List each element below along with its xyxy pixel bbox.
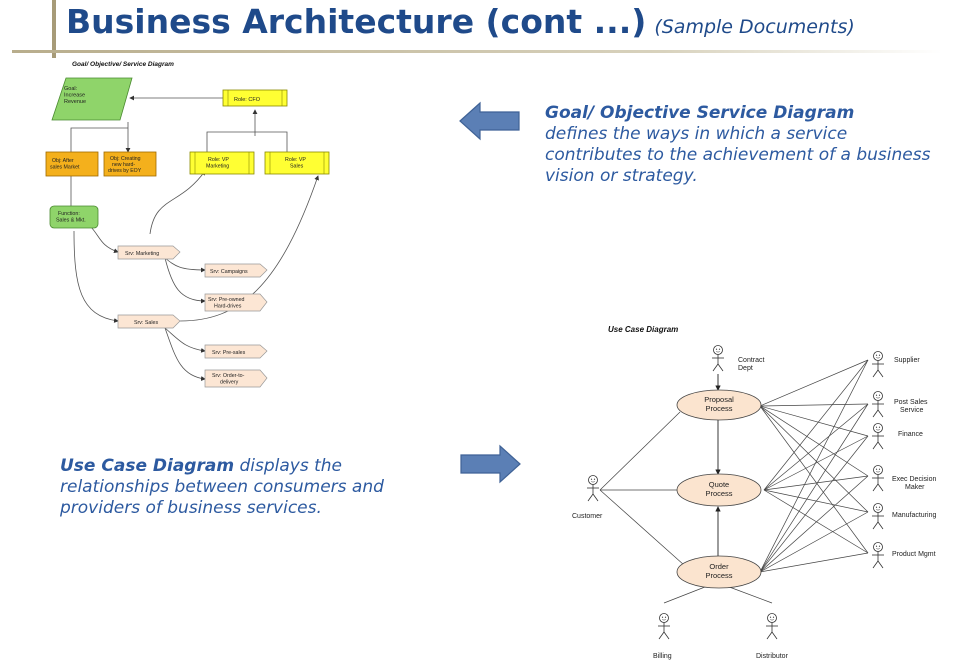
actor-exec-decision-maker bbox=[871, 465, 885, 492]
service-marketing-node bbox=[117, 245, 181, 260]
role-vp-marketing-node bbox=[189, 151, 255, 175]
role-vp-sales-node bbox=[264, 151, 330, 175]
svg-text:Srv: Campaigns: Srv: Campaigns bbox=[210, 269, 248, 275]
actor-manufacturing bbox=[871, 503, 885, 530]
svg-text:Srv: Order-to-delivery: Srv: Order-to-delivery bbox=[212, 373, 245, 386]
arrow-right-icon bbox=[460, 444, 521, 484]
function-node bbox=[49, 205, 99, 229]
svg-text:Distributor: Distributor bbox=[756, 653, 789, 660]
service-presales-node bbox=[204, 344, 268, 359]
page-title: Business Architecture (cont ...) (Sample … bbox=[66, 2, 855, 41]
page-title-text: Business Architecture (cont ...) bbox=[66, 2, 647, 41]
svg-text:Supplier: Supplier bbox=[894, 357, 920, 364]
svg-text:Role: CFO: Role: CFO bbox=[234, 97, 261, 103]
svg-text:Srv: Pre-sales: Srv: Pre-sales bbox=[212, 350, 246, 356]
goal-diagram-title: Goal/ Objective/ Service Diagram bbox=[72, 61, 174, 68]
actor-billing bbox=[657, 613, 671, 640]
actor-customer bbox=[586, 475, 600, 502]
svg-text:Srv: Sales: Srv: Sales bbox=[134, 320, 158, 326]
service-campaigns-node bbox=[204, 263, 268, 278]
goal-diagram-body: defines the ways in which a service cont… bbox=[545, 124, 931, 186]
use-case-diagram-title: Use Case Diagram bbox=[608, 325, 678, 334]
use-case-diagram: Use Case Diagram bbox=[572, 325, 936, 660]
actor-distributor bbox=[765, 613, 779, 640]
title-divider-vertical bbox=[52, 0, 56, 58]
role-cfo-node bbox=[222, 89, 288, 107]
svg-text:Product Mgmt: Product Mgmt bbox=[892, 551, 936, 558]
use-case-heading: Use Case Diagram bbox=[60, 456, 235, 476]
use-case-body: displays the relationships between consu… bbox=[60, 456, 384, 518]
service-preowned-node bbox=[204, 293, 268, 312]
svg-text:Customer: Customer bbox=[572, 513, 603, 520]
svg-text:Manufacturing: Manufacturing bbox=[892, 512, 936, 519]
goal-node bbox=[51, 77, 133, 121]
goal-objective-service-diagram: Goal/ Objective/ Service Diagram Goal:In… bbox=[45, 61, 330, 388]
use-case-proposal bbox=[676, 389, 762, 421]
objective-aftersales-node bbox=[45, 151, 99, 177]
service-sales-node bbox=[117, 314, 181, 329]
objective-creating-node bbox=[103, 151, 157, 177]
page-subtitle: (Sample Documents) bbox=[654, 16, 855, 38]
arrow-left-icon bbox=[459, 101, 520, 141]
actor-post-sales-service bbox=[871, 391, 885, 418]
svg-text:Srv: Marketing: Srv: Marketing bbox=[125, 251, 159, 257]
actor-finance bbox=[871, 423, 885, 450]
actor-product-mgmt bbox=[871, 542, 885, 569]
use-case-order bbox=[676, 555, 762, 589]
goal-diagram-heading: Goal/ Objective Service Diagram bbox=[545, 103, 855, 123]
use-case-quote bbox=[676, 473, 762, 507]
svg-text:Function:Sales & Mkt.: Function:Sales & Mkt. bbox=[56, 211, 86, 224]
use-case-description: Use Case Diagram displays the relationsh… bbox=[60, 456, 450, 519]
actor-supplier bbox=[871, 351, 885, 378]
actor-contract-dept bbox=[711, 345, 725, 372]
svg-text:Finance: Finance bbox=[898, 431, 923, 438]
svg-text:Billing: Billing bbox=[653, 653, 672, 660]
title-divider-horizontal bbox=[12, 50, 942, 53]
service-order-node bbox=[204, 369, 268, 388]
